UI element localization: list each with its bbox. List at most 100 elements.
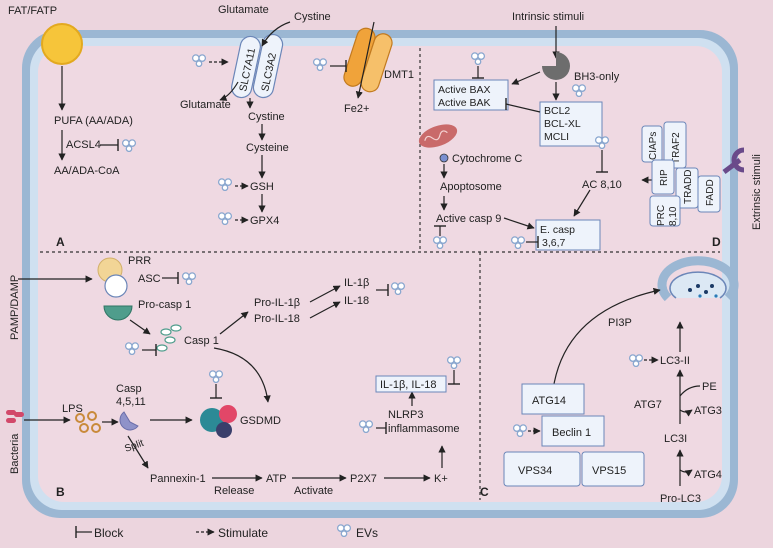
prc-box bbox=[649, 195, 681, 227]
panel-c: PI3P ATG14 Beclin 1 VPS34 VPS15 LC3-II P… bbox=[480, 256, 739, 505]
activate-label: Activate bbox=[294, 485, 333, 497]
casp4511-nums: 4,5,11 bbox=[116, 396, 146, 408]
slc7a11-transporter bbox=[231, 35, 261, 99]
kplus-label: K+ bbox=[434, 473, 448, 485]
vps34-box bbox=[503, 451, 581, 487]
procasp1-label: Pro-casp 1 bbox=[138, 299, 191, 311]
asc-icon bbox=[104, 274, 128, 298]
pe-label: PE bbox=[702, 381, 717, 393]
cystine-top-label: Cystine bbox=[294, 11, 331, 23]
fat-fatp-icon bbox=[41, 23, 83, 65]
active-casp9-label: Active casp 9 bbox=[436, 213, 501, 225]
ciaps-label: CIAPs bbox=[648, 132, 659, 160]
release-label: Release bbox=[214, 485, 254, 497]
lc3i-label: LC3I bbox=[664, 433, 687, 445]
bcl2-label: BCL2 bbox=[544, 105, 570, 117]
atg14-label: ATG14 bbox=[532, 395, 566, 407]
bh3-label: BH3-only bbox=[574, 71, 620, 83]
il1b-label: IL-1β bbox=[344, 277, 369, 289]
pro-il18-label: Pro-IL-18 bbox=[254, 313, 300, 325]
casp4511-icon bbox=[119, 411, 139, 431]
pufa-label: PUFA (AA/ADA) bbox=[54, 115, 133, 127]
panel-a-label: A bbox=[56, 235, 65, 249]
atg4-label: ATG4 bbox=[694, 469, 722, 481]
pro-il1b-label: Pro-IL-1β bbox=[254, 297, 300, 309]
cytochrome-label: Cytochrome C bbox=[452, 153, 522, 165]
lps-icon bbox=[75, 411, 101, 433]
dmt1-transporter bbox=[343, 27, 393, 93]
casp1-icon bbox=[156, 324, 182, 352]
fadd-box bbox=[697, 175, 721, 213]
beclin1-box bbox=[541, 415, 605, 447]
slc3a2-transporter bbox=[252, 33, 284, 99]
prolc3-label: Pro-LC3 bbox=[660, 493, 701, 505]
atg3-label: ATG3 bbox=[694, 405, 722, 417]
glutamate-top-label: Glutamate bbox=[218, 4, 269, 16]
il-box-label: IL-1β, IL-18 bbox=[380, 379, 436, 391]
glutamate-bottom-label: Glutamate bbox=[180, 99, 231, 111]
mitochondria-icon bbox=[418, 124, 458, 148]
prr-label: PRR bbox=[128, 255, 151, 267]
vps34-label: VPS34 bbox=[518, 465, 552, 477]
gpx4-label: GPX4 bbox=[250, 215, 279, 227]
p2x7-label: P2X7 bbox=[350, 473, 377, 485]
traf2-box bbox=[663, 121, 687, 169]
traf2-label: TRAF2 bbox=[671, 132, 682, 164]
pamp-label: PAMP/DAMP bbox=[9, 275, 21, 340]
asc-label: ASC bbox=[138, 273, 161, 285]
aa-coa-label: AA/ADA-CoA bbox=[54, 165, 120, 177]
cytochrome-icon bbox=[439, 153, 449, 163]
ecasp-nums: 3,6,7 bbox=[542, 237, 566, 249]
bh3-icon bbox=[542, 52, 570, 80]
active-bak-label: Active BAK bbox=[438, 97, 491, 109]
panel-d: Intrinsic stimuli BH3-only Active BAX Ac… bbox=[418, 11, 763, 251]
il18-label: IL-18 bbox=[344, 295, 369, 307]
intrinsic-label: Intrinsic stimuli bbox=[512, 11, 584, 23]
mcli-label: MCLI bbox=[544, 131, 569, 143]
panel-a: FAT/FATP PUFA (AA/ADA) ACSL4 AA/ADA-CoA … bbox=[8, 4, 414, 249]
panel-b-label: B bbox=[56, 485, 65, 499]
bacteria-icon bbox=[6, 410, 24, 423]
ac810-label: AC 8,10 bbox=[582, 179, 622, 191]
bcl2-box bbox=[539, 101, 603, 147]
beclin1-label: Beclin 1 bbox=[552, 427, 591, 439]
cysteine-label: Cysteine bbox=[246, 142, 289, 154]
il-box bbox=[375, 375, 447, 393]
legend-evs-label: EVs bbox=[356, 526, 378, 540]
legend-block-label: Block bbox=[94, 526, 124, 540]
prc-label: PRC bbox=[656, 205, 667, 226]
tradd-label: TRADD bbox=[683, 170, 694, 204]
panel-b: PAMP/DAMP PRR ASC Pro-casp 1 Casp 1 Pro-… bbox=[6, 255, 462, 499]
pi3p-label: PI3P bbox=[608, 317, 632, 329]
lps-label: LPS bbox=[62, 403, 83, 415]
prc-nums: 8,10 bbox=[668, 206, 679, 226]
atg7-label: ATG7 bbox=[634, 399, 662, 411]
death-receptor-icon bbox=[731, 147, 745, 173]
cystine-label: Cystine bbox=[248, 111, 285, 123]
gsdmd-label: GSDMD bbox=[240, 415, 281, 427]
autophagosome-icon bbox=[657, 256, 739, 302]
panel-d-label: D bbox=[712, 235, 721, 249]
procasp1-icon bbox=[103, 305, 133, 321]
vps15-label: VPS15 bbox=[592, 465, 626, 477]
bacteria-label: Bacteria bbox=[9, 433, 21, 474]
lc3ii-label: LC3-II bbox=[660, 355, 690, 367]
gsh-label: GSH bbox=[250, 181, 274, 193]
legend-stimulate-label: Stimulate bbox=[218, 526, 268, 540]
fadd-label: FADD bbox=[705, 179, 716, 206]
casp1-label: Casp 1 bbox=[184, 335, 219, 347]
inflammasome-label: inflammasome bbox=[388, 423, 460, 435]
dmt1-label: DMT1 bbox=[384, 69, 414, 81]
fat-fatp-label: FAT/FATP bbox=[8, 5, 57, 17]
active-bax-label: Active BAX bbox=[438, 84, 491, 96]
rip-label: RIP bbox=[659, 169, 670, 186]
apoptosome-label: Apoptosome bbox=[440, 181, 502, 193]
fe2-label: Fe2+ bbox=[344, 103, 369, 115]
extrinsic-label: Extrinsic stimuli bbox=[751, 154, 763, 230]
legend: Block Stimulate EVs bbox=[75, 524, 378, 540]
bax-bak-box bbox=[433, 79, 509, 111]
bclxl-label: BCL-XL bbox=[544, 118, 581, 130]
gsdmd-icon bbox=[200, 405, 237, 438]
